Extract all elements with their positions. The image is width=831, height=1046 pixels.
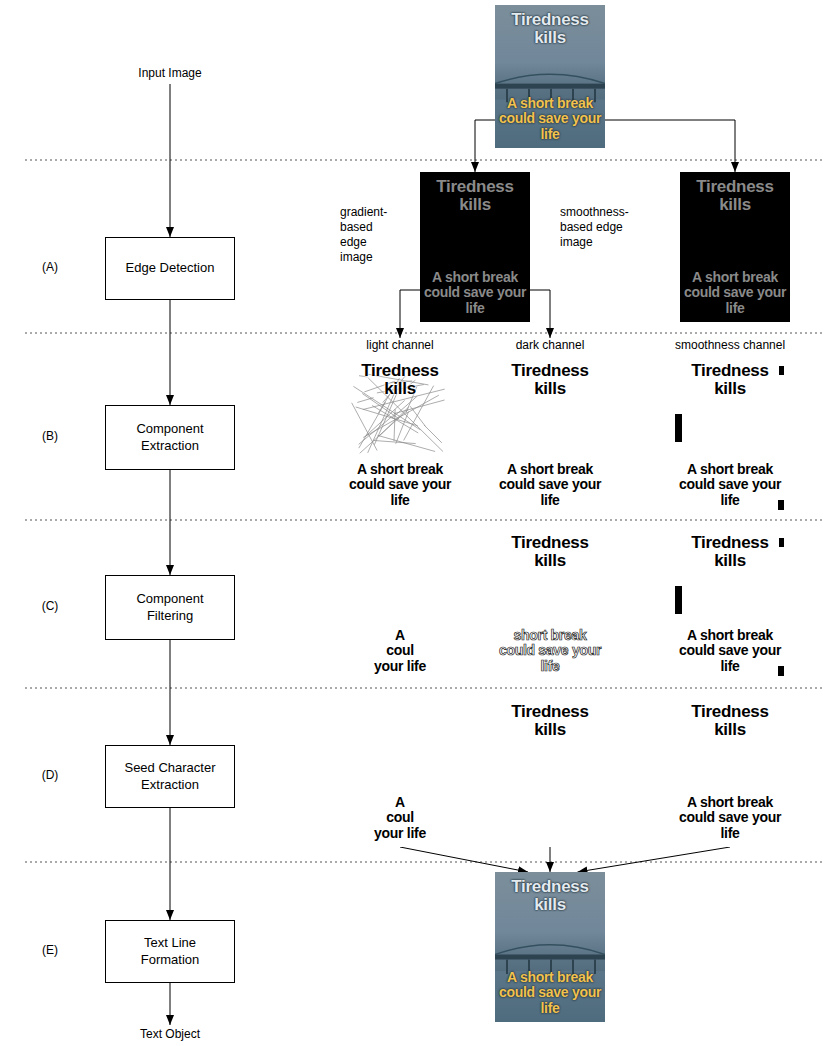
- row-label: (D): [30, 768, 70, 783]
- flow-connector: [400, 847, 528, 872]
- edge-image: Tiredness kills A short break could save …: [420, 172, 530, 322]
- image-text: A short break could save your life: [498, 462, 602, 508]
- row-label: (E): [30, 943, 70, 958]
- channel-image: light channelTiredness kills A short brea…: [345, 338, 455, 514]
- image-panel: Tiredness kills A short break could save …: [420, 172, 530, 322]
- input-image: Tiredness kills A short break could save …: [495, 5, 605, 148]
- output-image: Tiredness kills A short break could save …: [495, 872, 605, 1022]
- separator-line: [25, 160, 825, 161]
- separator-line: [25, 333, 825, 334]
- image-text: A short break could save your life: [678, 462, 782, 508]
- image-text: Tiredness kills: [498, 11, 602, 47]
- process-box: Edge Detection: [105, 237, 235, 300]
- image-panel: Tiredness kills A short break could save …: [675, 697, 785, 847]
- image-text: Tiredness kills: [683, 178, 787, 214]
- channel-heading: smoothness channel: [675, 338, 785, 352]
- image-text: Tiredness kills: [498, 534, 602, 570]
- image-panel: Acoulyour life: [345, 528, 455, 680]
- image-text: Tiredness kills: [498, 703, 602, 739]
- image-caption: gradient-based edge image: [340, 205, 402, 265]
- step-name: Component Extraction: [114, 421, 226, 454]
- channel-image: Tiredness kills A short break could save …: [675, 528, 785, 680]
- channel-image: Tiredness kills short break could save yo…: [495, 528, 605, 680]
- row-label: (C): [30, 599, 70, 614]
- channel-image: smoothness channelTiredness kills A short…: [675, 338, 785, 514]
- channel-image: dark channelTiredness kills A short break…: [495, 338, 605, 514]
- image-panel: Tiredness kills A short break could save …: [495, 5, 605, 148]
- image-caption: smoothness-based edge image: [560, 205, 640, 250]
- image-text: A short break could save your life: [683, 270, 787, 316]
- image-panel: Tiredness kills A short break could save …: [495, 356, 605, 514]
- image-panel: Tiredness kills short break could save yo…: [495, 528, 605, 680]
- image-text: A short break could save your life: [423, 270, 527, 316]
- image-text: A short break could save your life: [498, 970, 602, 1016]
- flow-arrow: [170, 983, 171, 1025]
- separator-line: [25, 688, 825, 689]
- image-panel: Tiredness kills A short break could save …: [495, 872, 605, 1022]
- flow-connector: [400, 290, 420, 338]
- image-text: coul: [348, 810, 452, 825]
- image-text: Tiredness kills: [423, 178, 527, 214]
- image-text: A short break could save your life: [678, 628, 782, 674]
- process-box: Seed Character Extraction: [105, 745, 235, 808]
- flow-connector: [578, 847, 731, 872]
- image-text: your life: [348, 659, 452, 674]
- flow-arrow: [170, 84, 171, 237]
- separator-line: [25, 520, 825, 521]
- process-box: Text Line Formation: [105, 920, 235, 983]
- image-text: A: [348, 628, 452, 643]
- process-box: Component Extraction: [105, 405, 235, 470]
- flow-connector: [475, 120, 495, 172]
- edge-image: Tiredness kills A short break could save …: [680, 172, 790, 322]
- image-text: short break could save your life: [498, 628, 602, 674]
- image-text: Tiredness kills: [498, 362, 602, 398]
- step-name: Edge Detection: [126, 260, 215, 276]
- image-text: Tiredness kills: [678, 362, 782, 398]
- row-label: (B): [30, 429, 70, 444]
- step-name: Seed Character Extraction: [114, 760, 226, 793]
- flow-connector: [530, 290, 550, 338]
- flow-connector: [170, 300, 171, 405]
- io-label: Input Image: [110, 66, 230, 81]
- step-name: Component Filtering: [114, 591, 226, 624]
- row-label: (A): [30, 260, 70, 275]
- seed-image: Tiredness kills A short break could save …: [675, 697, 785, 847]
- flow-connector: [170, 470, 171, 575]
- image-text: Tiredness kills: [498, 878, 602, 914]
- image-text: Tiredness kills: [348, 362, 452, 398]
- flow-connector: [170, 640, 171, 745]
- image-panel: Tiredness kills A short break could save …: [675, 528, 785, 680]
- image-text: A short break could save your life: [678, 795, 782, 841]
- separator-line: [25, 862, 825, 863]
- flow-connector: [550, 847, 551, 872]
- io-label: Text Object: [110, 1027, 230, 1042]
- image-panel: Tiredness kills A short break could save …: [675, 356, 785, 514]
- image-text: coul: [348, 643, 452, 658]
- process-box: Component Filtering: [105, 575, 235, 640]
- channel-heading: light channel: [345, 338, 455, 352]
- image-text: Tiredness kills: [678, 703, 782, 739]
- seed-image: Acoulyour life: [345, 697, 455, 847]
- seed-image: Tiredness kills: [495, 697, 605, 847]
- image-panel: Tiredness kills A short break could save …: [345, 356, 455, 514]
- image-panel: Tiredness kills A short break could save …: [680, 172, 790, 322]
- image-text: Tiredness kills: [678, 534, 782, 570]
- image-panel: Tiredness kills: [495, 697, 605, 847]
- image-text: A: [348, 795, 452, 810]
- flow-connector: [605, 120, 735, 172]
- step-name: Text Line Formation: [114, 935, 226, 968]
- channel-image: Acoulyour life: [345, 528, 455, 680]
- image-text: A short break could save your life: [498, 96, 602, 142]
- channel-heading: dark channel: [495, 338, 605, 352]
- flow-connector: [170, 808, 171, 920]
- image-panel: Acoulyour life: [345, 697, 455, 847]
- image-text: your life: [348, 826, 452, 841]
- image-text: A short break could save your life: [348, 462, 452, 508]
